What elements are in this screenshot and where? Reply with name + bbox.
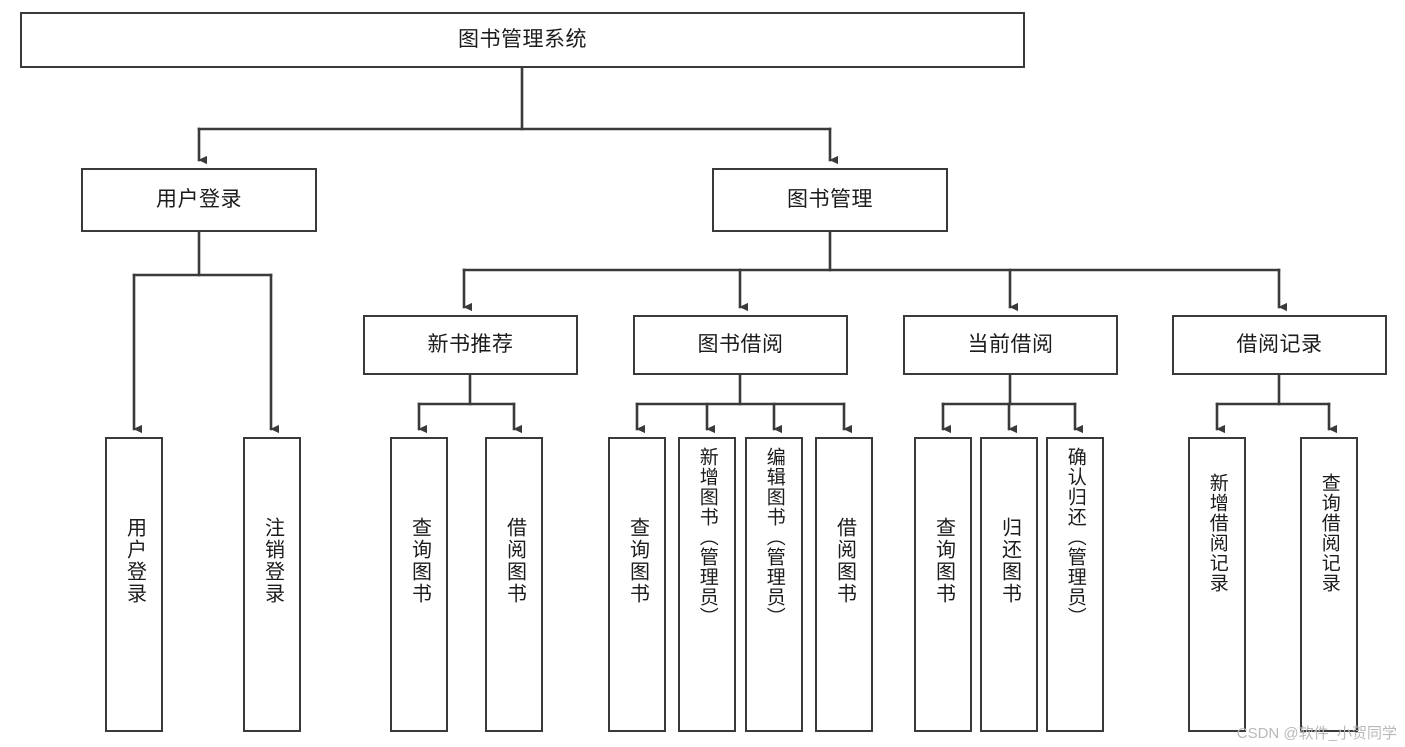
node-leaf-query-book-3-label: 查询图书 [932,517,955,605]
node-leaf-confirm-return[interactable]: 确认归还（管理员） [1046,437,1104,732]
node-leaf-query-book-2[interactable]: 查询图书 [608,437,666,732]
node-leaf-query-book-2-label: 查询图书 [626,517,649,605]
node-borrow-record-label: 借阅记录 [1236,333,1323,357]
node-user-login[interactable]: 用户登录 [81,168,317,232]
node-user-login-label: 用户登录 [156,188,242,212]
node-book-borrow[interactable]: 图书借阅 [633,315,848,375]
node-leaf-query-book-1-label: 查询图书 [408,517,431,605]
node-leaf-edit-book[interactable]: 编辑图书（管理员） [745,437,803,732]
node-leaf-user-login[interactable]: 用户登录 [105,437,163,732]
node-leaf-user-logout-label: 注销登录 [261,517,284,605]
node-current-borrow[interactable]: 当前借阅 [903,315,1118,375]
node-leaf-return-book-label: 归还图书 [998,517,1021,605]
node-new-book-recommend-label: 新书推荐 [427,333,514,357]
node-leaf-query-record-label: 查询借阅记录 [1318,473,1340,593]
node-root-label: 图书管理系统 [458,28,587,52]
node-book-management-label: 图书管理 [787,188,873,212]
node-borrow-record[interactable]: 借阅记录 [1172,315,1387,375]
node-leaf-user-login-label: 用户登录 [123,517,146,605]
node-book-management[interactable]: 图书管理 [712,168,948,232]
node-leaf-borrow-book-2[interactable]: 借阅图书 [815,437,873,732]
node-leaf-add-record[interactable]: 新增借阅记录 [1188,437,1246,732]
node-leaf-add-book[interactable]: 新增图书（管理员） [678,437,736,732]
node-leaf-add-record-label: 新增借阅记录 [1206,473,1228,593]
node-leaf-borrow-book-1[interactable]: 借阅图书 [485,437,543,732]
node-leaf-borrow-book-2-label: 借阅图书 [833,517,856,605]
node-leaf-edit-book-label: 编辑图书（管理员） [763,447,785,627]
node-leaf-add-book-label: 新增图书（管理员） [696,447,718,627]
node-leaf-query-book-3[interactable]: 查询图书 [914,437,972,732]
node-current-borrow-label: 当前借阅 [967,333,1054,357]
node-leaf-borrow-book-1-label: 借阅图书 [503,517,526,605]
node-leaf-query-record[interactable]: 查询借阅记录 [1300,437,1358,732]
node-leaf-query-book-1[interactable]: 查询图书 [390,437,448,732]
node-leaf-return-book[interactable]: 归还图书 [980,437,1038,732]
node-leaf-user-logout[interactable]: 注销登录 [243,437,301,732]
node-root[interactable]: 图书管理系统 [20,12,1025,68]
node-new-book-recommend[interactable]: 新书推荐 [363,315,578,375]
node-leaf-confirm-return-label: 确认归还（管理员） [1064,447,1086,627]
node-book-borrow-label: 图书借阅 [697,333,784,357]
